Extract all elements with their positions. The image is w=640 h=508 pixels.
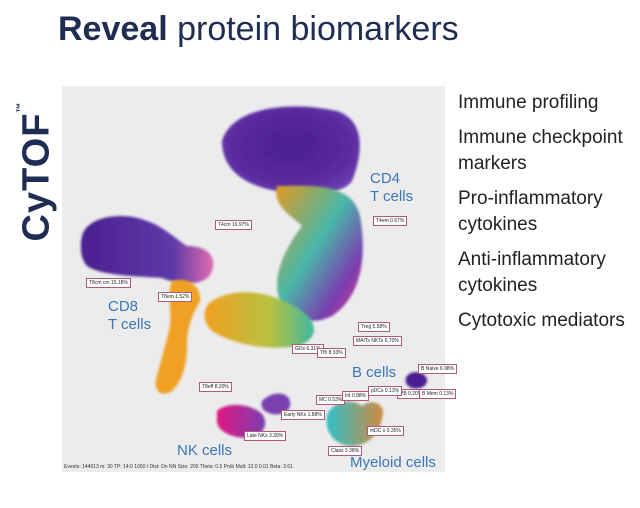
tag-treg: Treg 5.58%: [358, 322, 390, 332]
title-rest: protein biomarkers: [167, 10, 459, 48]
myeloid-label: Myeloid cells: [350, 454, 436, 471]
tag-t4cm: T4cm 16.97%: [215, 220, 252, 230]
tag-t4em: T4em 0.67%: [373, 216, 408, 226]
list-item: Anti-inflammatory cytokines: [458, 249, 606, 296]
tag-early-nk: Early NKs 1.88%: [281, 410, 325, 420]
tag-b-mem: B Mem 0.13%: [419, 389, 457, 399]
cd8-label-line1: CD8: [108, 298, 139, 315]
tag-tfh: Tfh 8.33%: [317, 348, 346, 358]
tag-mait: MAITs NKTs 6.70%: [353, 336, 402, 346]
tag-class: Class 3.38%: [328, 446, 363, 456]
cd4-label-line1: CD4: [370, 170, 401, 187]
plot-footer: Events: 144913 m: 30 TP: 14:0 1000 t Dis…: [64, 464, 293, 470]
title-bold: Reveal: [58, 10, 168, 48]
tag-late-nk: Late NKs 3.30%: [244, 431, 287, 441]
tag-pdcs: pDCs 0.13%: [368, 386, 403, 396]
list-item: Immune checkpoint markers: [458, 127, 623, 174]
cd4-label-line2: T cells: [370, 188, 414, 205]
cd8-label-line2: T cells: [108, 316, 152, 333]
brand-logo: CyTOF™: [16, 97, 59, 247]
tag-mc: MC 0.53%: [316, 395, 346, 405]
brand-name: CyTOF: [15, 112, 58, 242]
tag-mdcs: mDC s 0.35%: [367, 426, 404, 436]
tag-t8cm: T8cm cm 15.18%: [86, 278, 131, 288]
page-title: Reveal protein biomarkers: [58, 10, 459, 49]
nk-label: NK cells: [177, 442, 233, 459]
b-cells-label: B cells: [352, 364, 397, 381]
tag-int: Int 0.88%: [342, 391, 370, 401]
tag-t8eff: T8eff 8.20%: [199, 382, 232, 392]
list-item: Immune profiling: [458, 92, 599, 113]
brand-mark: ™: [15, 101, 27, 113]
list-item: Pro-inflammatory cytokines: [458, 188, 603, 235]
tag-t8em: T8em 1.52%: [158, 292, 193, 302]
list-item: Cytotoxic mediators: [458, 310, 625, 331]
tag-b-naive: B Naive 6.98%: [418, 364, 458, 374]
biomarker-list: Immune profiling Immune checkpoint marke…: [458, 90, 638, 343]
